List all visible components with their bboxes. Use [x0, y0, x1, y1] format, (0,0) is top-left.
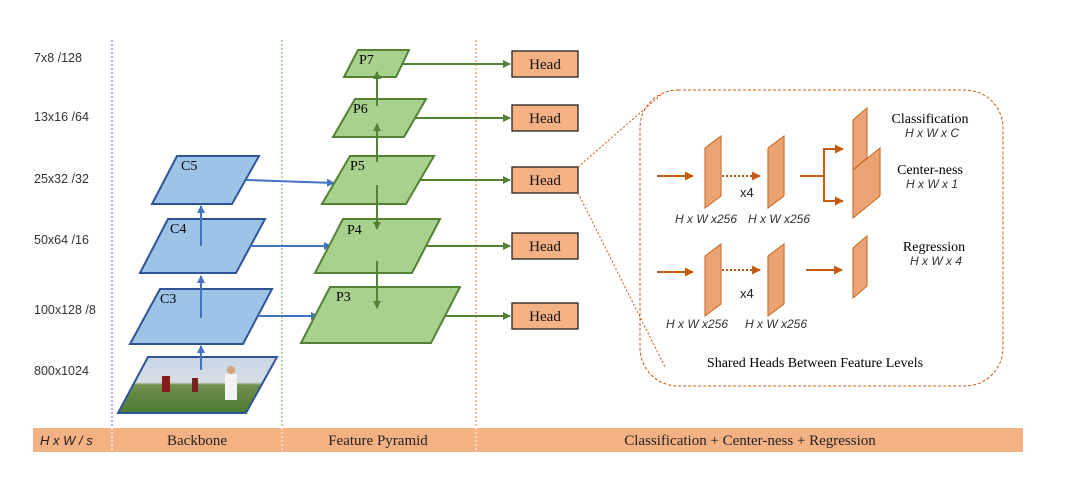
c3-label: C3 [160, 292, 176, 307]
head-box-p7: Head [511, 50, 579, 78]
pyramid-p5 [320, 155, 436, 205]
zoom-line [577, 92, 664, 168]
p4-label: P4 [347, 223, 362, 238]
pyramid-p3 [299, 286, 462, 344]
level-label-input: 800x1024 [34, 364, 89, 378]
p7-label: P7 [359, 53, 374, 68]
level-label-p5: 25x32 /32 [34, 172, 89, 186]
bar-label-heads: Classification + Center-ness + Regressio… [624, 433, 876, 449]
zoom-line [577, 192, 666, 368]
pyramid-p7 [342, 49, 411, 78]
bar-label-backbone: Backbone [167, 433, 227, 449]
input-image [116, 356, 279, 414]
feature-block-reg-1 [704, 243, 722, 317]
svg-text:Head: Head [529, 57, 561, 73]
svg-text:Head: Head [529, 111, 561, 127]
head-box-p4: Head [511, 232, 579, 260]
c4-label: C4 [170, 222, 186, 237]
pyramid-p6 [331, 98, 428, 138]
repeat-label-reg: x4 [740, 286, 754, 301]
centerness-dim: H x W x 1 [906, 177, 958, 191]
level-label-p6: 13x16 /64 [34, 110, 89, 124]
regression-output-block [852, 234, 868, 300]
repeat-label-cls: x4 [740, 185, 754, 200]
fork-line [823, 176, 844, 206]
dim-label-reg-1: H x W x256 [666, 317, 728, 331]
arrow-c5-p5 [245, 178, 335, 187]
dim-label-reg-2: H x W x256 [745, 317, 807, 331]
classification-dim: H x W x C [905, 126, 959, 140]
feature-block-cls-2 [767, 135, 785, 209]
svg-text:Head: Head [529, 239, 561, 255]
bar-label-scale: H x W / s [40, 433, 93, 448]
backbone-c4 [138, 218, 267, 274]
feature-block-reg-2 [767, 243, 785, 317]
c5-label: C5 [181, 159, 197, 174]
head-box-p6: Head [511, 104, 579, 132]
classification-label: Classification [892, 112, 969, 127]
shared-heads-caption: Shared Heads Between Feature Levels [707, 356, 923, 371]
pyramid-p4 [313, 218, 442, 274]
backbone-c5 [150, 155, 261, 205]
centerness-output-block [852, 146, 881, 220]
fork-line [800, 144, 844, 177]
shared-heads-box [639, 89, 1004, 387]
dim-label-cls-2: H x W x256 [748, 212, 810, 226]
level-label-p7: 7x8 /128 [34, 51, 82, 65]
svg-text:Head: Head [529, 309, 561, 325]
p3-label: P3 [336, 290, 351, 305]
centerness-label: Center-ness [897, 163, 963, 178]
regression-dim: H x W x 4 [910, 254, 962, 268]
level-label-p3: 100x128 /8 [34, 303, 96, 317]
feature-block-cls-1 [704, 135, 722, 209]
regression-label: Regression [903, 240, 965, 255]
dim-label-cls-1: H x W x256 [675, 212, 737, 226]
head-box-p3: Head [511, 302, 579, 330]
p5-label: P5 [350, 159, 365, 174]
bar-label-pyramid: Feature Pyramid [328, 433, 428, 449]
level-label-p4: 50x64 /16 [34, 233, 89, 247]
head-box-p5: Head [511, 166, 579, 194]
p6-label: P6 [353, 102, 368, 117]
svg-text:Head: Head [529, 173, 561, 189]
bottom-bar [33, 428, 1023, 452]
